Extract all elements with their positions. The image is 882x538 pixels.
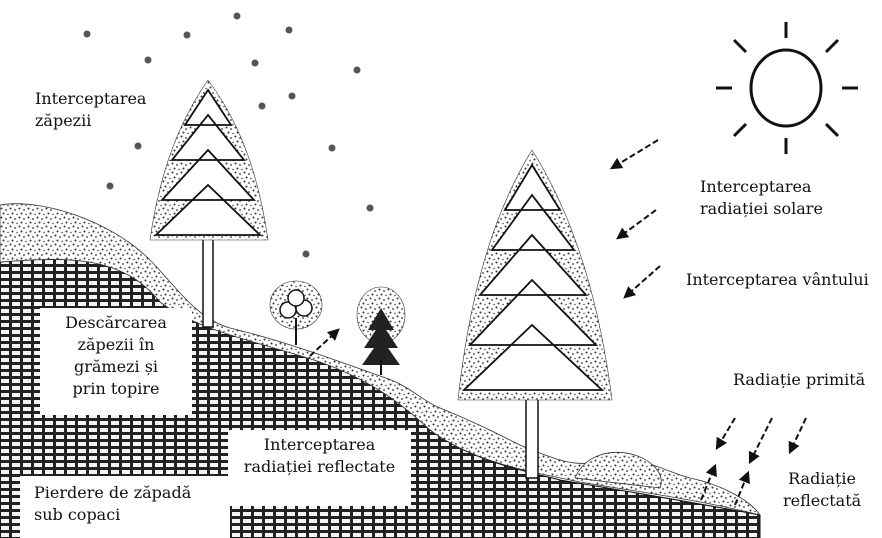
label-line: Interceptarea xyxy=(35,88,146,110)
label-line: Interceptarea xyxy=(700,176,823,198)
label-line: Interceptarea xyxy=(228,434,411,456)
tree-icon xyxy=(357,287,405,375)
label-line: Radiație xyxy=(783,468,861,490)
label-line: radiației solare xyxy=(700,198,823,220)
label-line: radiației reflectate xyxy=(228,456,411,478)
label-line: Descărcarea xyxy=(40,312,192,334)
label-line: zăpezii în xyxy=(40,334,192,356)
label-line: prin topire xyxy=(40,378,192,400)
label-line: sub copaci xyxy=(34,504,230,526)
label-wind-interception: Interceptarea vântului xyxy=(686,269,869,291)
shrub-icon xyxy=(270,281,322,345)
label-line: reflectată xyxy=(783,490,861,512)
label-snow-loss: Pierdere de zăpadă sub copaci xyxy=(20,476,230,538)
label-snow-unloading: Descărcarea zăpezii în grămezi și prin t… xyxy=(40,308,192,415)
label-line: Interceptarea vântului xyxy=(686,269,869,291)
label-line: grămezi și xyxy=(40,356,192,378)
label-solar-interception: Interceptarea radiației solare xyxy=(700,176,823,220)
label-reflected-radiation: Radiație reflectată xyxy=(783,468,861,512)
label-snow-interception: Interceptarea zăpezii xyxy=(35,88,146,132)
label-line: zăpezii xyxy=(35,110,146,132)
label-line: Pierdere de zăpadă xyxy=(34,482,230,504)
label-reflected-interception: Interceptarea radiației reflectate xyxy=(228,430,411,506)
sun-icon xyxy=(716,22,858,154)
label-incoming-radiation: Radiație primită xyxy=(733,369,865,391)
label-line: Radiație primită xyxy=(733,369,865,391)
